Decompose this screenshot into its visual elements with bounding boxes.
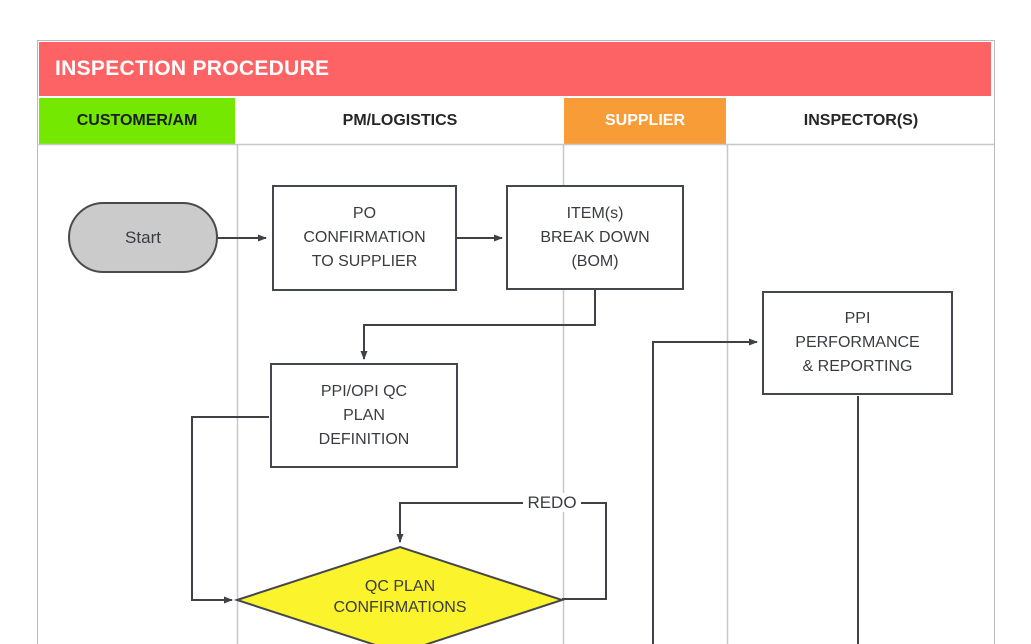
lane-header-pm-logistics: PM/LOGISTICS	[239, 98, 561, 144]
swimlane-table-frame	[37, 40, 995, 644]
lane-header-customer-am: CUSTOMER/AM	[39, 98, 235, 144]
node-label: PPI/OPI QC PLAN DEFINITION	[318, 382, 410, 448]
lane-header-supplier: SUPPLIER	[564, 98, 726, 144]
node-label: ITEM(s) BREAK DOWN (BOM)	[540, 204, 650, 270]
node-label: PPI PERFORMANCE & REPORTING	[795, 310, 920, 375]
node-items-break-down-bom: ITEM(s) BREAK DOWN (BOM)	[506, 185, 684, 290]
lane-header-label: PM/LOGISTICS	[342, 112, 458, 129]
node-ppi-performance-reporting: PPI PERFORMANCE & REPORTING	[762, 291, 953, 395]
lane-header-label: INSPECTOR(S)	[803, 112, 919, 129]
lane-header-label: SUPPLIER	[604, 112, 685, 129]
lane-header-label: CUSTOMER/AM	[76, 112, 198, 129]
lane-header-inspectors: INSPECTOR(S)	[729, 98, 993, 144]
node-qc-plan-confirmations-label: QC PLAN CONFIRMATIONS	[333, 578, 467, 616]
redo-edge-label: REDO	[523, 493, 581, 512]
node-po-confirmation-to-supplier: PO CONFIRMATION TO SUPPLIER	[272, 185, 457, 291]
diagram-title-bar: INSPECTION PROCEDURE	[39, 42, 991, 96]
node-ppi-opi-qc-plan-definition: PPI/OPI QC PLAN DEFINITION	[270, 363, 458, 468]
node-start: Start	[68, 202, 218, 273]
node-label: Start	[125, 227, 161, 247]
node-label: PO CONFIRMATION TO SUPPLIER	[303, 205, 426, 270]
diagram-title: INSPECTION PROCEDURE	[55, 57, 330, 80]
